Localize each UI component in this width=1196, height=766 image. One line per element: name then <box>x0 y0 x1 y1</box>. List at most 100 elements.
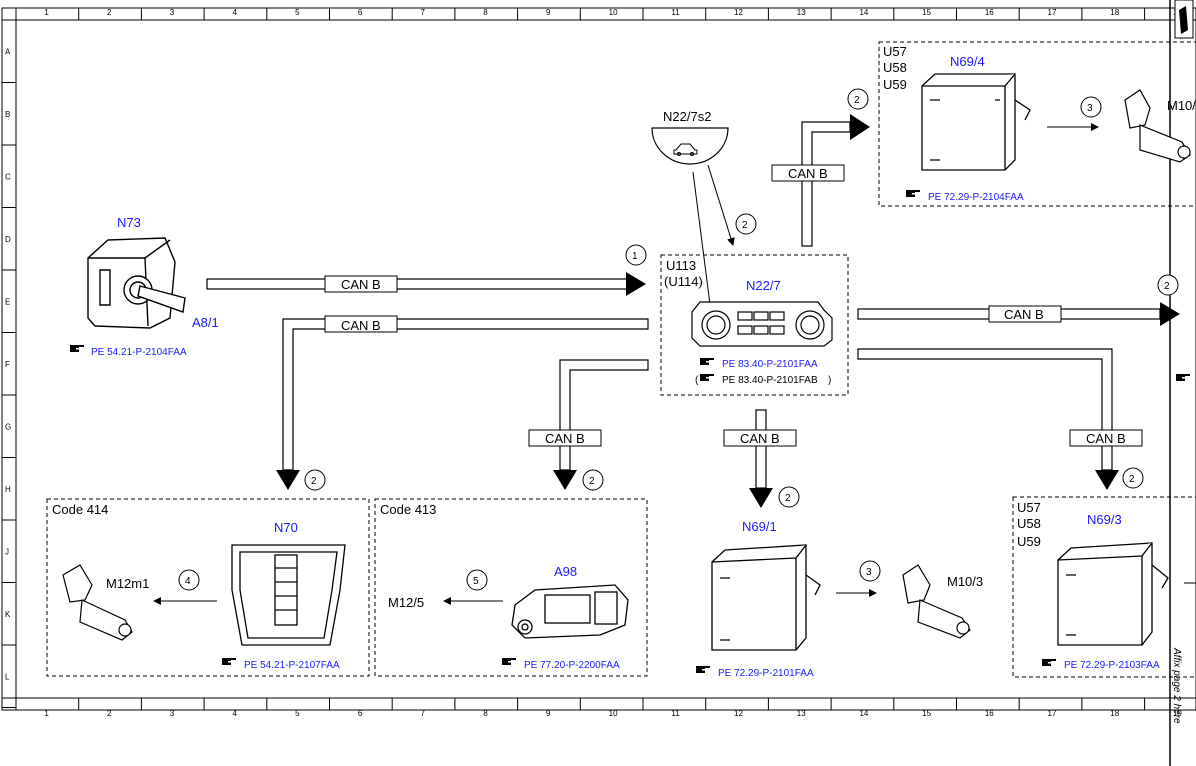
code-u58: U58 <box>1017 516 1041 531</box>
code-413-label: Code 413 <box>380 502 436 517</box>
step-1-badge: 1 <box>632 251 638 262</box>
reference-hand-icon <box>70 345 84 352</box>
column-number: 4 <box>232 709 237 718</box>
row-letter: D <box>5 235 11 244</box>
column-number: 2 <box>107 709 112 718</box>
can-b-label: CAN B <box>740 431 780 446</box>
variant-u114: (U114) <box>664 274 703 289</box>
column-number: 6 <box>358 709 363 718</box>
n73-reference-link[interactable]: PE 54.21-P-2104FAA <box>91 347 187 358</box>
code-u58: U58 <box>883 60 907 75</box>
column-number: 12 <box>734 8 743 17</box>
n22-7-control-unit[interactable]: U113 (U114) N22/7 PE 83.40-P-2101FAA ( P… <box>660 254 849 396</box>
code-414-label: Code 414 <box>52 502 108 517</box>
row-letter: C <box>5 172 11 181</box>
n70-reference-link[interactable]: PE 54.21-P-2107FAA <box>244 660 340 671</box>
n69-3-door-module[interactable]: U57 U58 U59 N69/3 PE 72.29-P-2103FAA <box>1012 496 1196 678</box>
a98-sliding-roof-module[interactable]: Code 413 A98 5 M12/5 PE 77.20-P-2200FAA <box>374 498 648 677</box>
row-letter: J <box>5 547 9 556</box>
column-number: 9 <box>546 709 551 718</box>
column-number: 10 <box>609 709 618 718</box>
page-corner-marker <box>1174 0 1194 39</box>
column-number: 1 <box>44 709 49 718</box>
step-5-badge: 5 <box>473 576 479 587</box>
n69-3-reference-link[interactable]: PE 72.29-P-2103FAA <box>1064 660 1160 671</box>
code-u57: U57 <box>1017 500 1041 515</box>
column-number: 14 <box>859 8 868 17</box>
step-2-badge: 2 <box>1164 281 1170 292</box>
control-module-icon <box>711 544 821 651</box>
step-3-badge: 3 <box>866 567 872 578</box>
n70-overhead-control-panel[interactable]: Code 414 N70 4 M12m1 PE 54.21-P-2107FAA <box>46 498 370 677</box>
can-b-label: CAN B <box>341 277 381 292</box>
can-b-label: CAN B <box>545 431 585 446</box>
row-letter: F <box>5 360 10 369</box>
reference-hand-icon <box>700 374 714 381</box>
n22-7s2-label: N22/7s2 <box>663 109 711 124</box>
row-letter: E <box>5 297 10 306</box>
column-number: 7 <box>421 709 426 718</box>
reference-hand-icon <box>700 358 714 365</box>
can-b-line-to-right: CAN B 2 <box>857 270 1196 381</box>
svg-text:(: ( <box>695 375 699 386</box>
can-b-line-to-n69-1: CAN B 2 <box>723 409 800 508</box>
n73-ignition-switch[interactable]: N73 A8/1 PE 54.21-P-2104FAA <box>70 215 219 358</box>
sunroof-motor-icon <box>62 564 133 641</box>
row-letter: H <box>5 485 11 494</box>
step-2-badge: 2 <box>742 220 748 231</box>
column-number: 3 <box>170 8 175 17</box>
column-number: 11 <box>671 709 680 718</box>
column-number: 13 <box>797 8 806 17</box>
n69-4-reference-link[interactable]: PE 72.29-P-2104FAA <box>928 192 1024 203</box>
n73-label: N73 <box>117 215 141 230</box>
variant-u113: U113 <box>666 258 696 273</box>
can-b-line-to-a98: CAN B 2 <box>528 359 649 491</box>
n69-1-label: N69/1 <box>742 519 777 534</box>
column-number: 7 <box>421 8 426 17</box>
n22-7-reference-alt[interactable]: PE 83.40-P-2101FAB <box>722 375 818 386</box>
n69-1-door-module[interactable]: N69/1 3 M10/3 PE 72.29-P-2101FAA <box>696 519 983 679</box>
n69-3-label: N69/3 <box>1087 512 1122 527</box>
can-b-line-to-n70: CAN B 2 <box>276 315 649 491</box>
column-number: 8 <box>483 8 488 17</box>
window-motor-icon <box>902 564 971 639</box>
column-number: 6 <box>358 8 363 17</box>
step-2-badge: 2 <box>311 476 317 487</box>
can-b-line-n73-to-n22-7: CAN B 1 <box>206 244 647 296</box>
n69-4-door-module[interactable]: U57 U58 U59 N69/4 3 M10/ PE 72.29-P-2104… <box>878 41 1196 207</box>
column-number: 1 <box>44 8 49 17</box>
reference-hand-icon <box>696 666 710 673</box>
n22-7-label: N22/7 <box>746 278 781 293</box>
column-number: 14 <box>859 709 868 718</box>
m12-5-label: M12/5 <box>388 595 424 610</box>
can-b-line-to-n69-3: CAN B 2 <box>857 348 1144 490</box>
n69-4-label: N69/4 <box>950 54 985 69</box>
column-number: 11 <box>671 8 680 17</box>
m12m1-label: M12m1 <box>106 576 149 591</box>
column-number: 5 <box>295 8 300 17</box>
m10-3-label: M10/3 <box>947 574 983 589</box>
column-number: 18 <box>1110 709 1119 718</box>
code-u59: U59 <box>1017 534 1041 549</box>
column-number: 17 <box>1048 8 1057 17</box>
row-letter: G <box>5 422 11 431</box>
column-number: 18 <box>1110 8 1119 17</box>
n70-label: N70 <box>274 520 298 535</box>
column-number: 12 <box>734 709 743 718</box>
n22-7s2-switch[interactable]: N22/7s2 2 <box>651 109 757 321</box>
m10-motor-label: M10/ <box>1167 98 1196 113</box>
step-2-badge: 2 <box>1129 474 1135 485</box>
column-number: 8 <box>483 709 488 718</box>
n69-1-reference-link[interactable]: PE 72.29-P-2101FAA <box>718 668 814 679</box>
reference-hand-icon <box>222 658 236 665</box>
column-number: 19 <box>1173 709 1182 718</box>
column-number: 4 <box>232 8 237 17</box>
column-number: 15 <box>922 8 931 17</box>
a98-reference-link[interactable]: PE 77.20-P-2200FAA <box>524 660 620 671</box>
n22-7-reference-link[interactable]: PE 83.40-P-2101FAA <box>722 359 818 370</box>
window-motor-icon <box>1124 89 1191 163</box>
